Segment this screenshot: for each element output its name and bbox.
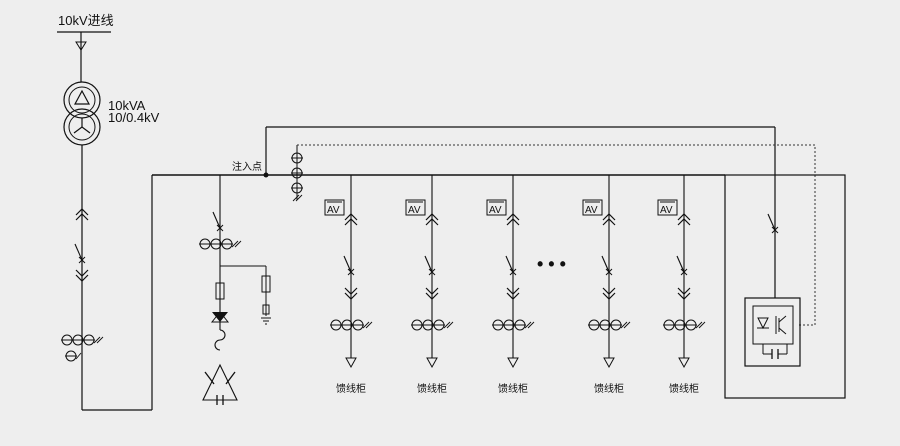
feeder-ct-icon xyxy=(663,320,705,330)
feeder-ct-icon xyxy=(492,320,534,330)
feeder-arrow-icon xyxy=(426,357,438,368)
incomer-ct-extra-icon xyxy=(64,350,78,362)
feeder-breaker-icon xyxy=(601,255,613,276)
transformer-ratio: 10/0.4kV xyxy=(108,110,160,125)
converter-breaker-icon xyxy=(767,213,779,234)
av-meter-label: AV xyxy=(327,205,340,216)
feeder-breaker-icon xyxy=(343,255,355,276)
injection-link xyxy=(265,126,779,298)
incomer-ct-icon xyxy=(61,335,103,345)
av-meter-label: AV xyxy=(489,205,502,216)
bus-ct-group xyxy=(290,145,304,202)
converter-cabinet xyxy=(724,174,846,399)
feeder-arrow-icon xyxy=(603,357,615,368)
converter-module xyxy=(744,297,801,367)
feeder-ct-icon xyxy=(330,320,372,330)
feeder-label: 馈线柜 xyxy=(498,382,528,395)
capacitor-bank-icon xyxy=(202,363,238,401)
filter-branch xyxy=(199,175,271,405)
filter-fuse-icon xyxy=(215,282,225,300)
pt-fuse-icon xyxy=(261,275,271,293)
feeder-breaker-icon xyxy=(505,255,517,276)
feeder-bay: AV 馈线柜 xyxy=(657,175,705,395)
transformer-rating: 10kVA xyxy=(108,98,146,113)
feeder-arrow-icon xyxy=(678,357,690,368)
feeder-bay: AV 馈线柜 xyxy=(486,175,534,395)
thyristor-icon xyxy=(212,312,228,322)
busbar: 注入点 xyxy=(152,160,725,178)
igbt-diode-icon xyxy=(757,317,769,330)
feeder-breaker-icon xyxy=(424,255,436,276)
filter-breaker-icon xyxy=(212,211,224,232)
feeder-label: 馈线柜 xyxy=(669,382,699,395)
feeder-ct-icon xyxy=(411,320,453,330)
av-meter-label: AV xyxy=(408,205,421,216)
incoming-line: 10kV进线 xyxy=(57,13,114,82)
av-meter-icon: AV xyxy=(405,199,426,216)
feeder-label: 馈线柜 xyxy=(417,382,447,395)
feeder-breaker-icon xyxy=(676,255,688,276)
feeder-bays: AV 馈线柜 AV 馈线柜 AV 馈线柜 AV 馈线柜 AV 馈线柜 xyxy=(324,175,705,395)
incomer-breaker-icon xyxy=(74,243,86,264)
feeder-label: 馈线柜 xyxy=(594,382,624,395)
av-meter-label: AV xyxy=(660,205,673,216)
feeder-bay: AV 馈线柜 xyxy=(582,175,630,395)
av-meter-icon: AV xyxy=(324,199,345,216)
incoming-arrow-icon xyxy=(75,41,87,51)
measurement-signal-line xyxy=(297,144,816,326)
feeder-arrow-icon xyxy=(507,357,519,368)
incomer-feeder xyxy=(61,145,153,411)
filter-ct-icon xyxy=(199,239,241,249)
transformer: 10kVA 10/0.4kV xyxy=(63,81,160,146)
injection-point-label: 注入点 xyxy=(232,160,262,173)
reactor-icon xyxy=(214,329,226,351)
feeder-bay: AV 馈线柜 xyxy=(405,175,453,395)
av-meter-icon: AV xyxy=(582,199,603,216)
feeder-ct-icon xyxy=(588,320,630,330)
source-label: 10kV进线 xyxy=(58,13,114,28)
av-meter-label: AV xyxy=(585,205,598,216)
feeder-arrow-icon xyxy=(345,357,357,368)
av-meter-icon: AV xyxy=(657,199,678,216)
av-meter-icon: AV xyxy=(486,199,507,216)
feeder-label: 馈线柜 xyxy=(336,382,366,395)
more-feeders-ellipsis: • • • xyxy=(537,254,566,274)
feeder-bay: AV 馈线柜 xyxy=(324,175,372,395)
